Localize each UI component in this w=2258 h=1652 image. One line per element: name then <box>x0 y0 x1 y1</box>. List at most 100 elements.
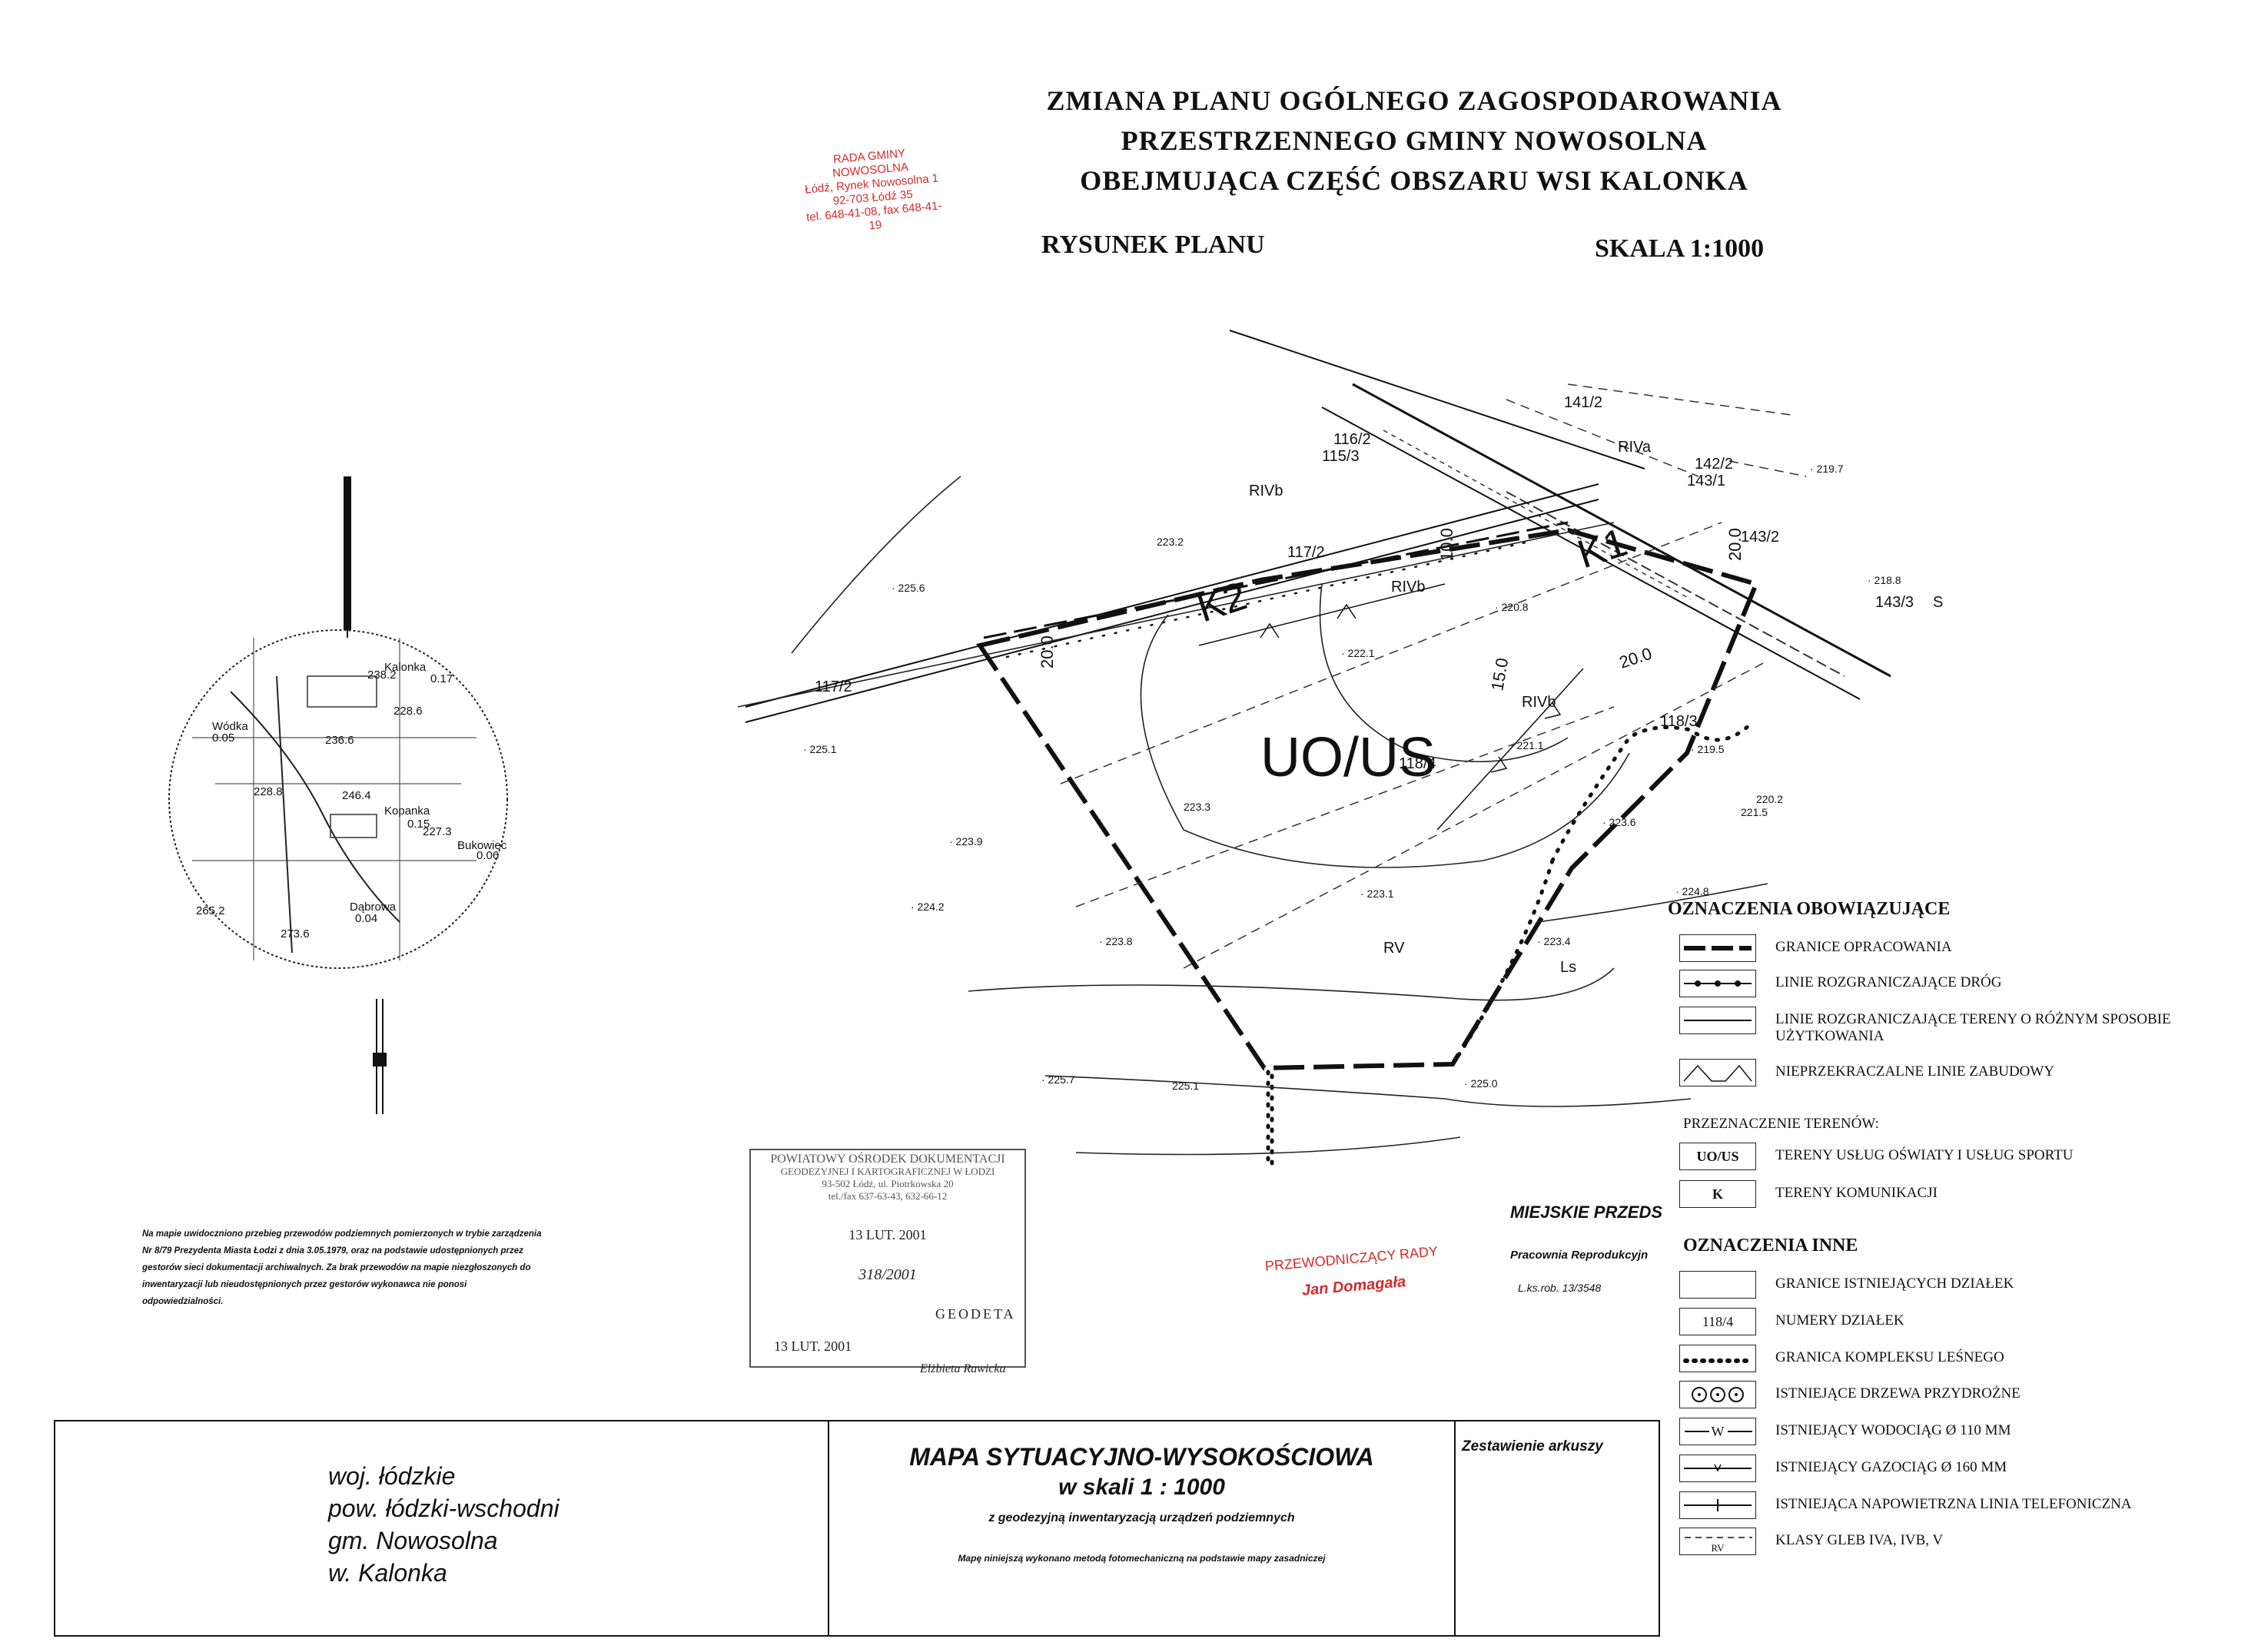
legend-symbol: K <box>1679 1180 1756 1208</box>
contour-lines <box>737 476 1768 1156</box>
svg-text:· 223.1: · 223.1 <box>1360 887 1394 900</box>
map-title: MAPA SYTUACYJNO-WYSOKOŚCIOWA w skali 1 :… <box>829 1443 1454 1564</box>
legend-label: LINIE ROZGRANICZAJĄCE TERENY O RÓŻNYM SP… <box>1775 1011 2171 1044</box>
svg-text:141/2: 141/2 <box>1564 394 1602 411</box>
location-county: pow. łódzki-wschodni <box>328 1494 560 1522</box>
legend-row-water: W ISTNIEJĄCY WODOCIĄG Ø 110 MM <box>1679 1418 2233 1448</box>
svg-text:238.2: 238.2 <box>367 668 397 682</box>
title-line-3: OBEJMUJĄCA CZĘŚĆ OBSZARU WSI KALONKA <box>1080 165 1748 196</box>
svg-text:20.0: 20.0 <box>1617 644 1654 672</box>
title-block-divider-1 <box>828 1421 829 1635</box>
company-name: MIEJSKIE PRZEDS <box>1510 1203 1663 1222</box>
title-block-divider-2 <box>1454 1421 1456 1635</box>
svg-text:· 219.7: · 219.7 <box>1810 463 1844 475</box>
svg-text:RIVb: RIVb <box>1522 694 1556 711</box>
legend-row-study-boundary: GRANICE OPRACOWANIA <box>1679 934 2233 965</box>
legend-symbol: RV <box>1679 1528 1756 1555</box>
legend-symbol: W <box>1679 1418 1756 1445</box>
legend-label: GRANICE ISTNIEJĄCYCH DZIAŁEK <box>1775 1275 2014 1292</box>
svg-text:118/3: 118/3 <box>1660 713 1698 730</box>
zone-k1: K1 <box>1572 520 1632 578</box>
doc-stamp-line-3: 93-502 Łódź, ul. Piotrkowska 20 <box>822 1178 954 1189</box>
svg-text:115/3: 115/3 <box>1322 448 1360 465</box>
legend-row-telephone: ISTNIEJĄCA NAPOWIETRZNA LINIA TELEFONICZ… <box>1679 1491 2233 1522</box>
svg-text:227.3: 227.3 <box>423 825 452 838</box>
doc-stamp-line-1: POWIATOWY OŚRODEK DOKUMENTACJI <box>770 1153 1005 1166</box>
legend-symbol <box>1679 1491 1756 1519</box>
drawing-label: RYSUNEK PLANU <box>1041 231 1265 259</box>
svg-text:116/2: 116/2 <box>1333 431 1371 448</box>
note-line-3: gestorów sieci dokumentacji archiwalnych… <box>142 1263 531 1272</box>
svg-text:236.6: 236.6 <box>325 734 354 747</box>
company-dept: Pracownia Reprodukcyjn <box>1510 1249 1649 1262</box>
svg-text:S: S <box>1933 594 1943 611</box>
svg-text:246.4: 246.4 <box>342 789 371 802</box>
legend-label: GRANICA KOMPLEKSU LEŚNEGO <box>1775 1349 2004 1365</box>
legend-label: ISTNIEJĄCY WODOCIĄG Ø 110 MM <box>1775 1422 2011 1438</box>
legend-row-landuse-lines: LINIE ROZGRANICZAJĄCE TERENY O RÓŻNYM SP… <box>1679 1007 2233 1053</box>
svg-text:228.6: 228.6 <box>393 705 423 718</box>
svg-text:Dąbrowa: Dąbrowa <box>350 901 397 914</box>
legend-symbol <box>1679 1455 1756 1482</box>
doc-stamp-geodeta-name: Elżbieta Rawicka <box>920 1362 1006 1375</box>
legend-symbol: UO/US <box>1679 1143 1756 1170</box>
legend-symbol <box>1679 1345 1756 1372</box>
svg-text:· 220.8: · 220.8 <box>1495 601 1529 613</box>
zone-k2: K2 <box>1192 574 1252 632</box>
location-commune: gm. Nowosolna <box>328 1527 498 1554</box>
north-arrow-icon <box>344 476 387 1114</box>
svg-text:· 225.6: · 225.6 <box>892 582 925 594</box>
svg-text:RV: RV <box>1383 940 1405 957</box>
svg-text:0.05: 0.05 <box>212 731 234 745</box>
svg-text:223.2: 223.2 <box>1157 536 1184 548</box>
legend-row-parcel-borders: GRANICE ISTNIEJĄCYCH DZIAŁEK <box>1679 1271 2233 1302</box>
map-title-line-4: Mapę niniejszą wykonano metodą fotomecha… <box>958 1553 1326 1564</box>
svg-text:0.15: 0.15 <box>407 818 430 831</box>
svg-text:· 224.2: · 224.2 <box>911 901 945 913</box>
doc-stamp-geodeta: GEODETA <box>935 1306 1016 1322</box>
note-line-5: odpowiedzialności. <box>142 1297 224 1306</box>
legend-heading-other: OZNACZENIA INNE <box>1683 1236 1858 1256</box>
note-line-1: Na mapie uwidoczniono przebieg przewodów… <box>142 1229 542 1239</box>
legend-label: NIEPRZEKRACZALNE LINIE ZABUDOWY <box>1775 1063 2055 1080</box>
svg-text:Wódka: Wódka <box>212 720 248 733</box>
note-line-4: inwentaryzacji lub nieudostępnionych prz… <box>142 1280 467 1289</box>
svg-text:· 221.1: · 221.1 <box>1510 739 1544 751</box>
legend-row-trees: ISTNIEJĄCE DRZEWA PRZYDROŻNE <box>1679 1381 2233 1411</box>
scale-label: SKALA 1:1000 <box>1595 234 1765 263</box>
inset-locator-map <box>168 629 508 969</box>
legend-symbol <box>1679 1271 1756 1299</box>
legend-label: TERENY KOMUNIKACJI <box>1775 1185 1938 1201</box>
doc-stamp-line-6: 318/2001 <box>858 1266 917 1283</box>
legend-row-building-lines: NIEPRZEKRACZALNE LINIE ZABUDOWY <box>1679 1059 2233 1090</box>
legend-label: GRANICE OPRACOWANIA <box>1775 939 1952 955</box>
svg-text:0.04: 0.04 <box>355 912 377 925</box>
svg-text:Kalonka: Kalonka <box>384 661 427 674</box>
legend-heading-binding: OZNACZENIA OBOWIĄZUJĄCE <box>1668 899 1951 919</box>
legend-row-parcel-numbers: 118/4 NUMERY DZIAŁEK <box>1679 1308 2233 1339</box>
legend-symbol <box>1679 934 1756 962</box>
svg-text:228.8: 228.8 <box>254 785 283 798</box>
building-limit-lines <box>1198 583 1584 831</box>
svg-text:· 223.6: · 223.6 <box>1602 816 1636 828</box>
doc-center-stamp: POWIATOWY OŚRODEK DOKUMENTACJI GEODEZYJN… <box>749 1149 1026 1375</box>
svg-text:15.0: 15.0 <box>1487 656 1512 692</box>
road-band <box>1229 330 1891 700</box>
soil-symbol: RV <box>1711 1542 1725 1554</box>
doc-stamp-date: 13 LUT. 2001 <box>774 1339 852 1354</box>
legend-row-soil: RV KLASY GLEB IVA, IVB, V <box>1679 1528 2233 1558</box>
svg-text:Ls: Ls <box>1560 959 1576 976</box>
legend-label: LINIE ROZGRANICZAJĄCE DRÓG <box>1775 974 2002 990</box>
legend-label: NUMERY DZIAŁEK <box>1775 1312 1904 1329</box>
legend-symbol <box>1679 1059 1756 1086</box>
svg-text:· 219.5: · 219.5 <box>1691 743 1725 755</box>
water-symbol: W <box>1711 1423 1725 1439</box>
svg-text:RIVb: RIVb <box>1249 483 1283 499</box>
title-line-2: PRZESTRZENNEGO GMINY NOWOSOLNA <box>1121 125 1708 156</box>
parcel-lines <box>1060 383 1807 969</box>
svg-text:RIVa: RIVa <box>1618 439 1652 456</box>
svg-text:Bukowiec: Bukowiec <box>457 839 507 852</box>
svg-text:223.3: 223.3 <box>1184 801 1210 813</box>
doc-stamp-line-5: 13 LUT. 2001 <box>848 1227 927 1242</box>
map-title-line-3: z geodezyjną inwentaryzacją urządzeń pod… <box>988 1511 1295 1524</box>
